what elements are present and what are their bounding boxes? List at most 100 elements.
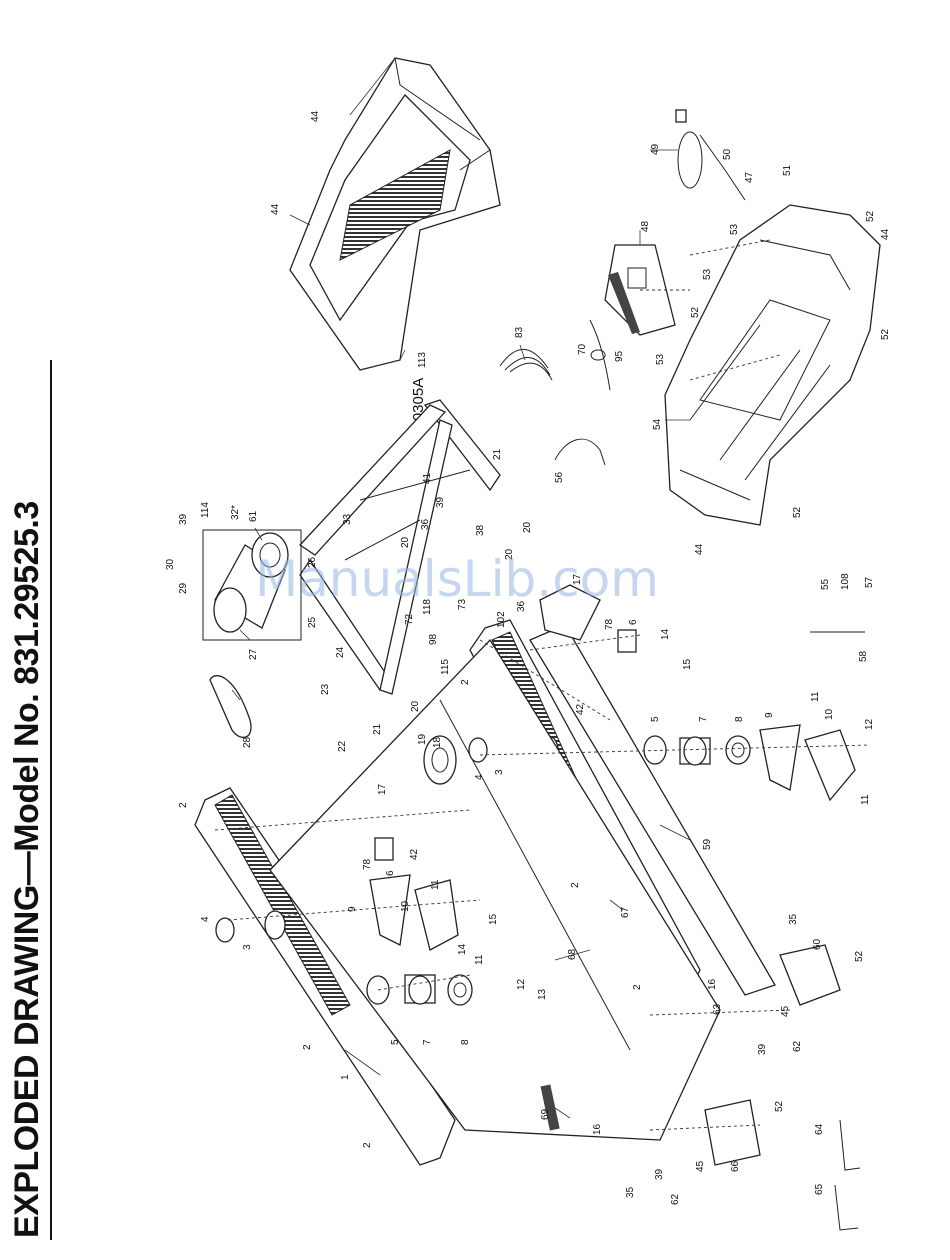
part-label-2: 2	[362, 1142, 373, 1148]
part-label-44: 44	[694, 543, 705, 555]
end-cap-66	[704, 1099, 761, 1166]
part-label-9: 9	[347, 906, 358, 912]
part-label-32: 32*	[230, 505, 241, 520]
part-label-3: 3	[242, 944, 253, 950]
part-label-21: 21	[372, 723, 383, 735]
part-label-8: 8	[734, 716, 745, 722]
wire-56	[554, 438, 606, 466]
part-label-15: 15	[488, 913, 499, 925]
leg-64	[839, 1119, 861, 1171]
part-label-44: 44	[880, 228, 891, 240]
part-label-39: 39	[757, 1043, 768, 1055]
part-label-20: 20	[522, 521, 533, 533]
part-label-41: 41	[422, 472, 433, 484]
part-label-59: 59	[702, 838, 713, 850]
part-label-73: 73	[457, 598, 468, 610]
part-label-56: 56	[554, 471, 565, 483]
part-label-35: 35	[625, 1186, 636, 1198]
part-label-58: 58	[858, 650, 869, 662]
part-label-10: 10	[400, 900, 411, 912]
part-label-98: 98	[428, 633, 439, 645]
wire-70	[589, 319, 611, 391]
part-label-95: 95	[614, 350, 625, 362]
part-label-16: 16	[592, 1123, 603, 1135]
part-label-102: 102	[496, 611, 507, 628]
part-label-67: 67	[620, 906, 631, 918]
roller-guard-right	[804, 729, 856, 802]
part-label-44: 44	[270, 203, 281, 215]
part-label-62: 62	[670, 1193, 681, 1205]
part-label-47: 47	[744, 171, 755, 183]
part-label-64: 64	[814, 1123, 825, 1135]
part-label-15: 15	[682, 658, 693, 670]
part-label-83: 83	[514, 326, 525, 338]
roller-guard-left	[414, 879, 459, 951]
part-label-62: 62	[792, 1040, 803, 1052]
part-label-30: 30	[165, 558, 176, 570]
part-label-52: 52	[880, 328, 891, 340]
part-label-44: 44	[310, 110, 321, 122]
part-label-36: 36	[420, 518, 431, 530]
part-label-11: 11	[810, 691, 821, 702]
end-cap-60	[779, 944, 841, 1006]
part-label-20: 20	[410, 700, 421, 712]
part-label-42: 42	[409, 848, 420, 860]
part-label-114: 114	[200, 502, 211, 518]
part-label-52: 52	[774, 1100, 785, 1112]
part-label-50: 50	[722, 148, 733, 160]
part-label-12: 12	[516, 978, 527, 990]
part-label-26: 26	[307, 556, 318, 568]
part-label-6: 6	[385, 870, 396, 876]
part-label-13: 13	[537, 988, 548, 1000]
power-cord	[675, 109, 746, 201]
drive-belt	[209, 675, 252, 739]
part-label-23: 23	[320, 683, 331, 695]
assembly-guides	[214, 239, 871, 1131]
part-label-115: 115	[440, 659, 451, 675]
part-label-9: 9	[764, 712, 775, 718]
title-rule	[50, 360, 52, 1240]
part-label-108: 108	[840, 573, 851, 590]
part-label-27: 27	[248, 648, 259, 660]
part-label-78: 78	[362, 858, 373, 870]
watermark: ManualsLib.com	[255, 550, 659, 608]
part-label-48: 48	[640, 220, 651, 232]
part-label-49: 49	[650, 143, 661, 155]
part-label-57: 57	[864, 576, 875, 588]
part-label-7: 7	[698, 716, 709, 722]
rail-cover-17	[539, 584, 601, 641]
part-label-66: 66	[730, 1160, 741, 1172]
roller-bracket-left	[369, 874, 411, 946]
part-label-2: 2	[460, 679, 471, 685]
hood-cap-4-left	[215, 917, 235, 943]
part-label-11: 11	[474, 954, 485, 965]
part-label-72: 72	[404, 613, 415, 625]
part-label-68: 68	[567, 948, 578, 960]
part-label-22: 22	[337, 740, 348, 752]
part-label-14: 14	[660, 628, 671, 640]
mount-block-6	[617, 629, 637, 653]
part-label-53: 53	[702, 268, 713, 280]
part-label-36: 36	[516, 600, 527, 612]
part-label-3: 3	[494, 769, 505, 775]
part-label-20: 20	[504, 548, 515, 560]
part-label-35: 35	[788, 913, 799, 925]
part-label-4: 4	[474, 774, 485, 780]
part-label-39: 39	[178, 513, 189, 525]
wire-harness-83	[499, 349, 553, 381]
roller-bracket-right	[759, 724, 801, 791]
part-label-33: 33	[342, 513, 353, 525]
rear-roller-set-right	[643, 735, 751, 766]
part-label-20: 20	[400, 536, 411, 548]
part-label-17: 17	[377, 783, 388, 795]
part-label-25: 25	[307, 616, 318, 628]
part-label-5: 5	[390, 1039, 401, 1045]
part-label-38: 38	[475, 524, 486, 536]
part-label-52: 52	[854, 950, 865, 962]
part-label-52: 52	[792, 506, 803, 518]
part-label-65: 65	[814, 1183, 825, 1195]
part-label-11: 11	[860, 794, 871, 805]
part-labels: 1 2 2 2 2 2 2 3 3 4 4 5 5 6 6 7 7 8 8 9 …	[165, 110, 891, 1205]
